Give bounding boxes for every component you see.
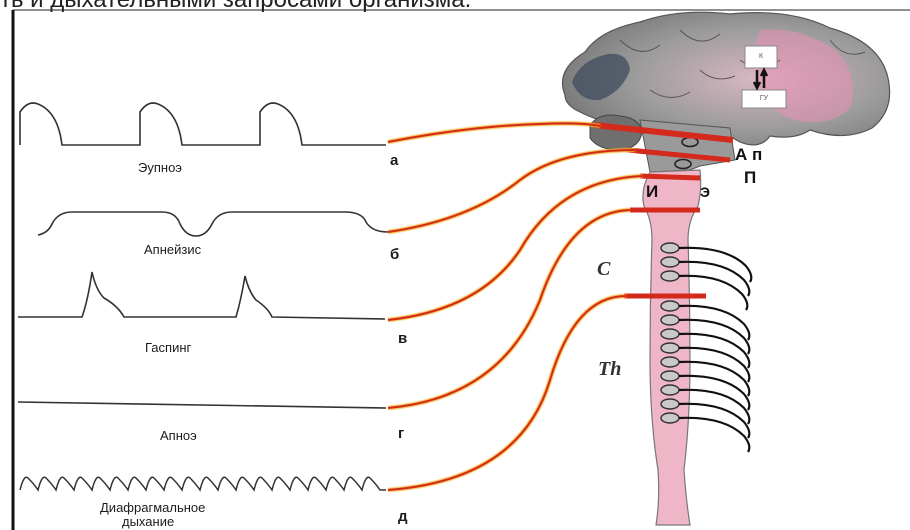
nerve-a: [388, 123, 600, 142]
letter-d: д: [398, 508, 408, 525]
label-cervical: C: [597, 258, 610, 281]
nerve-d: [388, 296, 626, 490]
label-expiratory: Э: [700, 184, 710, 200]
pattern-label-diaphragmatic-line2: дыхание: [122, 514, 174, 529]
letter-v: в: [398, 330, 407, 347]
thoracic-segment-4: [661, 343, 679, 353]
thoracic-segment-9: [661, 413, 679, 423]
label-inspiratory: И: [646, 182, 658, 202]
thoracic-segment-8: [661, 399, 679, 409]
cervical-segment-3: [661, 271, 679, 281]
nerve-connections: [388, 123, 642, 490]
cervical-segment-1: [661, 243, 679, 253]
letter-b: б: [390, 246, 399, 263]
thoracic-segment-3: [661, 329, 679, 339]
nerve-g: [388, 210, 630, 408]
thoracic-segment-7: [661, 385, 679, 395]
pattern-label-apnea: Апноэ: [160, 428, 197, 443]
thoracic-segment-5: [661, 357, 679, 367]
thoracic-segment-1: [661, 301, 679, 311]
pattern-label-gasping: Гаспинг: [145, 340, 191, 355]
label-pneumotaxic: А п: [735, 145, 762, 165]
wave-apneusis: [38, 212, 388, 236]
cortex-box-top-label: К: [749, 53, 773, 60]
pattern-label-eupnea: Эупноэ: [138, 160, 182, 175]
cerebellum: [590, 115, 642, 150]
cervical-segment-2: [661, 257, 679, 267]
pattern-label-diaphragmatic-line1: Диафрагмальное: [100, 500, 205, 515]
wave-diaphragmatic: [20, 477, 386, 490]
nerve-g-glow: [388, 210, 630, 408]
thoracic-nerve-root-9: [679, 418, 749, 452]
letter-g: г: [398, 425, 404, 442]
letter-a: а: [390, 152, 398, 169]
nerve-d-glow: [388, 296, 626, 490]
wave-apnea: [18, 402, 386, 408]
thoracic-segment-2: [661, 315, 679, 325]
pattern-label-apneusis: Апнейзис: [144, 242, 201, 257]
cut-level-v: [640, 176, 700, 178]
label-thoracic: Th: [598, 358, 621, 381]
spinal-segments: [661, 243, 751, 452]
wave-gasping: [18, 272, 385, 319]
wave-eupnea: [20, 103, 386, 145]
thoracic-segment-6: [661, 371, 679, 381]
label-pons: П: [744, 168, 756, 188]
cortex-box-bottom-label: ГУ: [748, 95, 780, 102]
